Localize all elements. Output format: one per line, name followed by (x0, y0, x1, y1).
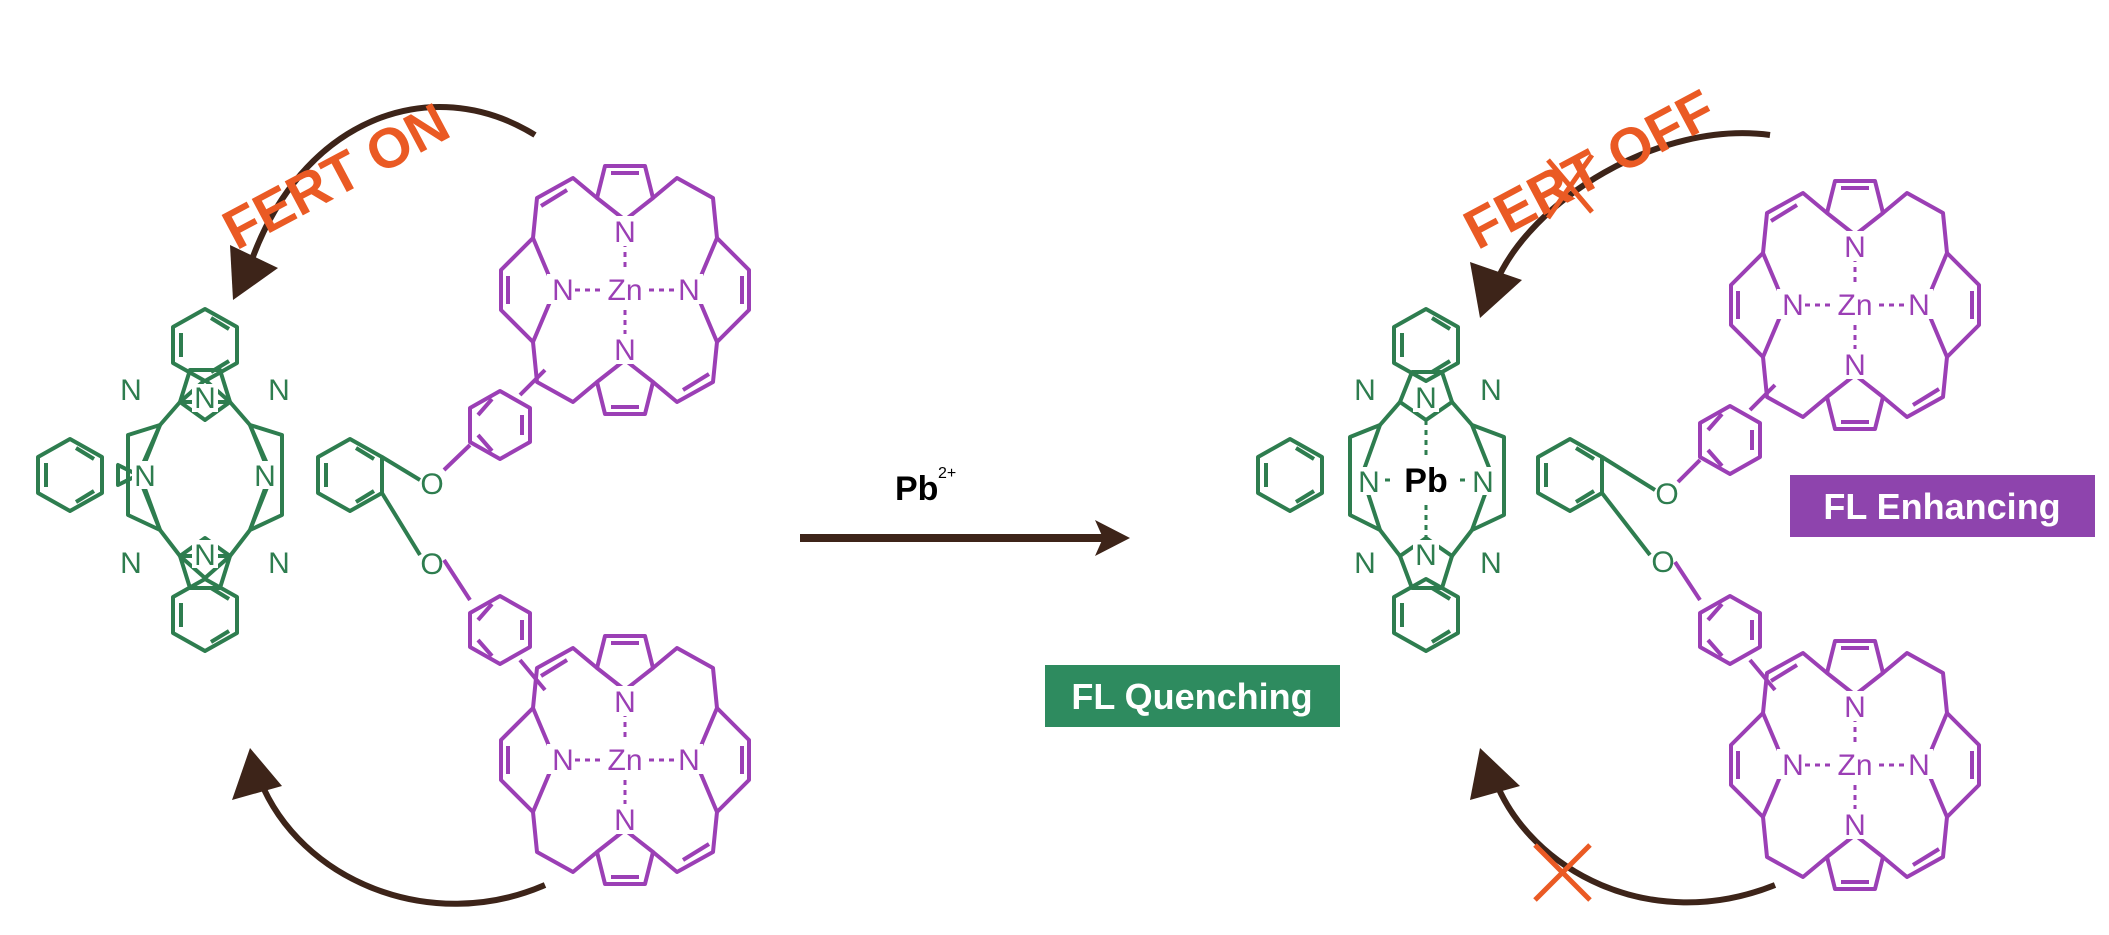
pc-n: N (268, 374, 290, 407)
reaction-arrow: Pb 2+ (800, 465, 1130, 556)
lead-atom: Pb (1404, 462, 1447, 500)
pc-n: N (268, 547, 290, 580)
oxygen-bottom: O (1651, 546, 1674, 579)
fert-on-arrow-top (247, 103, 537, 266)
fl-enhancing-badge: FL Enhancing (1790, 475, 2095, 537)
pc-n: N (194, 539, 216, 572)
fert-off-arrow-bottom-head (1470, 748, 1520, 800)
fert-on-arrow-bottom (257, 778, 547, 907)
fert-off-arrow-bottom (1492, 778, 1777, 906)
pc-n: N (120, 547, 142, 580)
fert-off-arrow-top-head (1470, 262, 1522, 318)
pc-n: N (134, 460, 156, 493)
oxygen-top: O (1655, 478, 1678, 511)
pc-n: N (120, 374, 142, 407)
reagent-label: Pb (895, 470, 938, 508)
pc-n: N (1480, 374, 1502, 407)
pc-n: N (1415, 382, 1437, 415)
fl-enhancing-label: FL Enhancing (1823, 486, 2060, 527)
fert-off-label: FERT OFF (1454, 77, 1725, 261)
pc-n: N (1354, 547, 1376, 580)
reagent-charge: 2+ (938, 465, 956, 482)
left-molecule: FERT ON N N N N (36, 90, 751, 907)
fert-on-arrow-top-head (230, 245, 278, 300)
blocked-cross-bottom (1533, 843, 1592, 902)
pc-n: N (1480, 547, 1502, 580)
pc-n: N (1354, 374, 1376, 407)
fl-quenching-label: FL Quenching (1071, 676, 1312, 717)
pc-n: N (1415, 539, 1437, 572)
pc-n: N (254, 460, 276, 493)
fl-quenching-badge: FL Quenching (1045, 665, 1340, 727)
fert-on-arrow-bottom-head (232, 748, 282, 800)
oxygen-bottom: O (420, 548, 443, 581)
pc-n: N (1472, 466, 1494, 499)
fert-off-arrow-top (1492, 130, 1771, 287)
fert-on-label: FERT ON (212, 90, 459, 261)
oxygen-top: O (420, 468, 443, 501)
blocked-cross-top (1545, 153, 1595, 220)
pc-n: N (194, 382, 216, 415)
pc-n: N (1358, 466, 1380, 499)
